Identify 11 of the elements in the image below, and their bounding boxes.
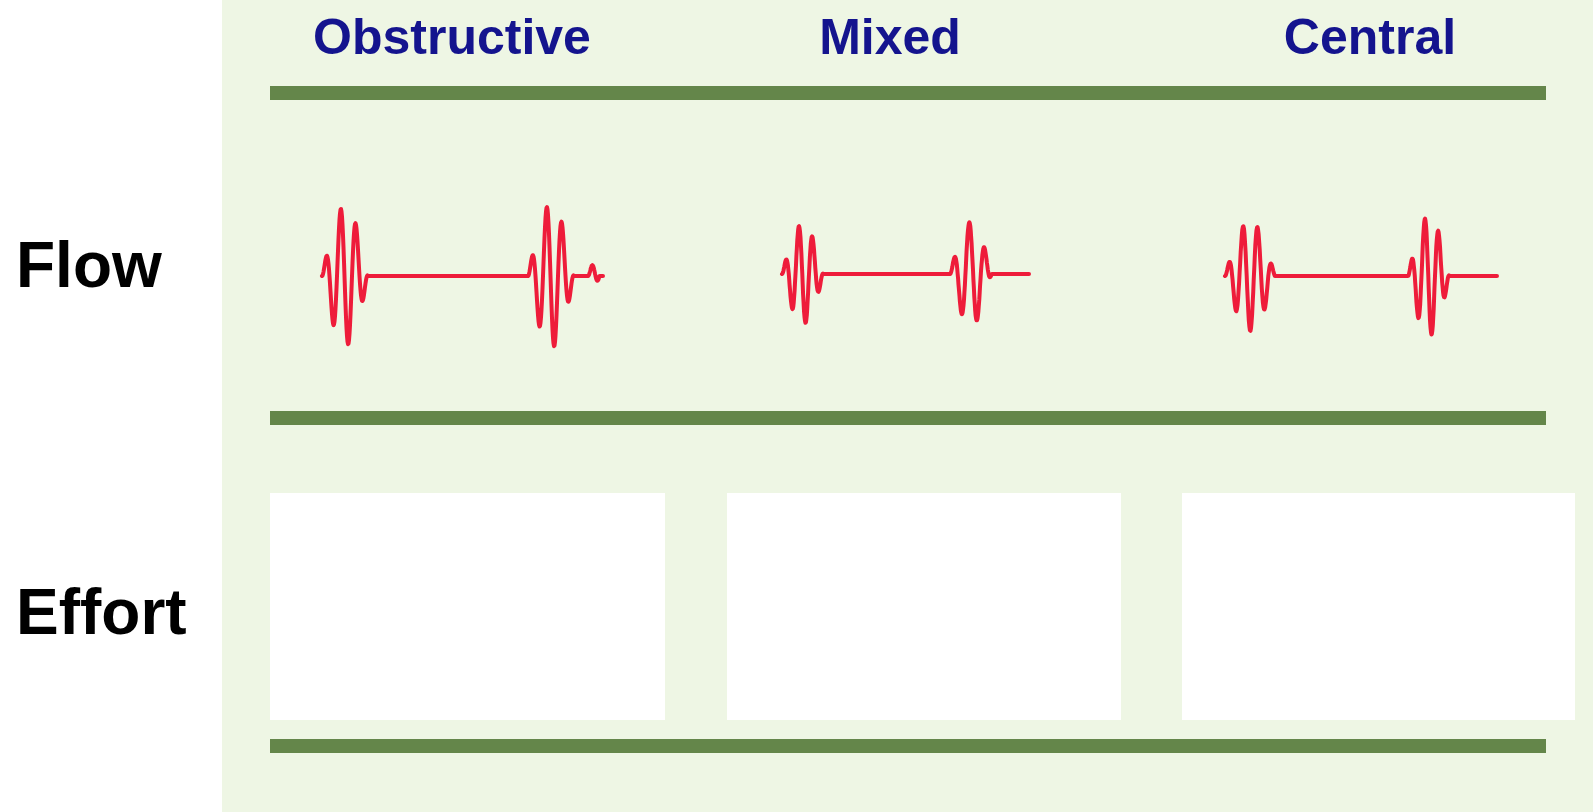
divider-bar	[270, 86, 1546, 100]
column-heading: Central	[1283, 8, 1457, 66]
row-label: Effort	[16, 575, 187, 649]
divider-bar	[270, 739, 1546, 753]
column-heading: Obstructive	[313, 8, 591, 66]
blank-panel	[270, 493, 665, 720]
row-label: Flow	[16, 228, 162, 302]
divider-bar	[270, 411, 1546, 425]
column-heading: Mixed	[819, 8, 961, 66]
blank-panel	[1182, 493, 1575, 720]
blank-panel	[727, 493, 1121, 720]
